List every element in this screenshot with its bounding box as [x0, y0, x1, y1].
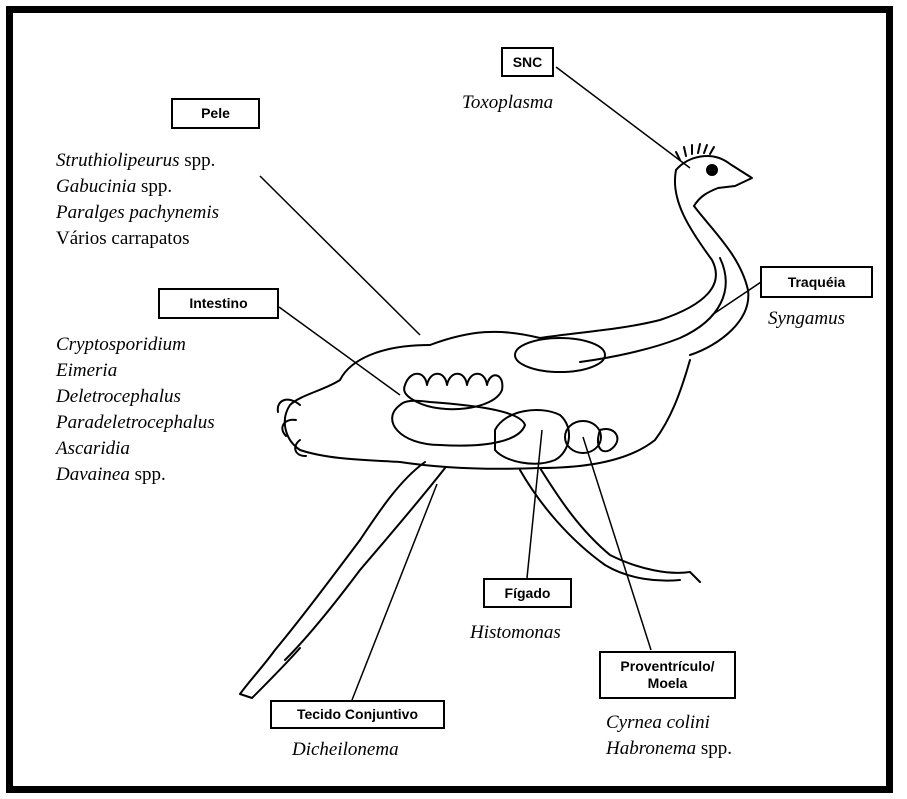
parasite-name: Histomonas — [470, 622, 561, 643]
parasites-proventriculo: Cyrnea colini Habronema spp. — [606, 710, 732, 762]
leader-tecido — [352, 484, 437, 700]
leader-figado — [527, 430, 542, 578]
parasite-item: Vários carrapatos — [56, 226, 219, 252]
parasite-item: Gabucinia spp. — [56, 174, 219, 200]
parasite-item: Struthiolipeurus spp. — [56, 148, 219, 174]
ostrich-lung — [515, 338, 605, 372]
ostrich-neck-front — [690, 206, 748, 355]
parasites-intestino: Cryptosporidium Eimeria Deletrocephalus … — [56, 332, 215, 488]
parasite-name: Ascaridia — [56, 438, 130, 459]
parasite-item: Habronema spp. — [606, 736, 732, 762]
parasite-name: Paradeletrocephalus — [56, 412, 215, 433]
parasite-item: Eimeria — [56, 358, 215, 384]
parasite-name: Syngamus — [768, 308, 845, 329]
leader-snc — [556, 67, 690, 168]
label-figado: Fígado — [483, 578, 572, 608]
label-intestino: Intestino — [158, 288, 279, 319]
ostrich-right-leg-back — [520, 470, 680, 581]
parasite-suffix: spp. — [130, 464, 166, 485]
label-tecido-conjuntivo: Tecido Conjuntivo — [270, 700, 445, 729]
parasite-name: Cyrnea colini — [606, 712, 710, 733]
parasite-item: Ascaridia — [56, 436, 215, 462]
leader-traqueia — [712, 280, 764, 315]
ostrich-cecum — [392, 401, 525, 446]
label-proventriculo: Proventrículo/ Moela — [599, 651, 736, 699]
parasite-name: Vários carrapatos — [56, 228, 189, 249]
parasite-suffix: spp. — [696, 738, 732, 759]
parasite-name: Gabucinia — [56, 176, 136, 197]
ostrich-head — [676, 156, 752, 206]
ostrich-right-leg — [540, 468, 700, 582]
parasite-item: Davainea spp. — [56, 462, 215, 488]
parasite-item: Cyrnea colini — [606, 710, 732, 736]
parasites-figado: Histomonas — [470, 620, 561, 646]
parasite-name: Habronema — [606, 738, 696, 759]
parasite-item: Syngamus — [768, 306, 845, 332]
label-snc: SNC — [501, 47, 554, 77]
ostrich-liver — [495, 410, 569, 464]
ostrich-eye — [707, 165, 717, 175]
ostrich-body — [285, 345, 690, 469]
label-proventriculo-line1: Proventrículo/ — [620, 658, 714, 675]
parasite-name: Struthiolipeurus — [56, 150, 180, 171]
parasite-name: Davainea — [56, 464, 130, 485]
parasite-item: Dicheilonema — [292, 737, 399, 763]
ostrich-left-leg-back — [285, 468, 445, 660]
parasite-item: Histomonas — [470, 620, 561, 646]
label-pele: Pele — [171, 98, 260, 129]
parasite-item: Paradeletrocephalus — [56, 410, 215, 436]
parasite-suffix: spp. — [180, 150, 216, 171]
parasites-pele: Struthiolipeurus spp. Gabucinia spp. Par… — [56, 148, 219, 252]
parasites-traqueia: Syngamus — [768, 306, 845, 332]
parasite-name: Paralges pachynemis — [56, 202, 219, 223]
parasite-name: Eimeria — [56, 360, 117, 381]
ostrich-neck-back — [540, 170, 716, 338]
parasites-snc: Toxoplasma — [462, 90, 553, 116]
parasite-name: Deletrocephalus — [56, 386, 181, 407]
parasite-name: Dicheilonema — [292, 739, 399, 760]
label-proventriculo-line2: Moela — [648, 675, 688, 692]
leader-proventriculo — [583, 437, 651, 650]
parasites-tecido: Dicheilonema — [292, 737, 399, 763]
parasite-name: Toxoplasma — [462, 92, 553, 113]
ostrich-tail — [278, 400, 306, 456]
ostrich-back — [430, 332, 540, 345]
parasite-item: Paralges pachynemis — [56, 200, 219, 226]
ostrich-left-leg — [240, 462, 425, 698]
parasite-suffix: spp. — [136, 176, 172, 197]
label-traqueia: Traquéia — [760, 266, 873, 298]
ostrich-trachea — [580, 258, 726, 362]
parasite-item: Cryptosporidium — [56, 332, 215, 358]
parasite-item: Toxoplasma — [462, 90, 553, 116]
parasite-item: Deletrocephalus — [56, 384, 215, 410]
parasite-name: Cryptosporidium — [56, 334, 186, 355]
